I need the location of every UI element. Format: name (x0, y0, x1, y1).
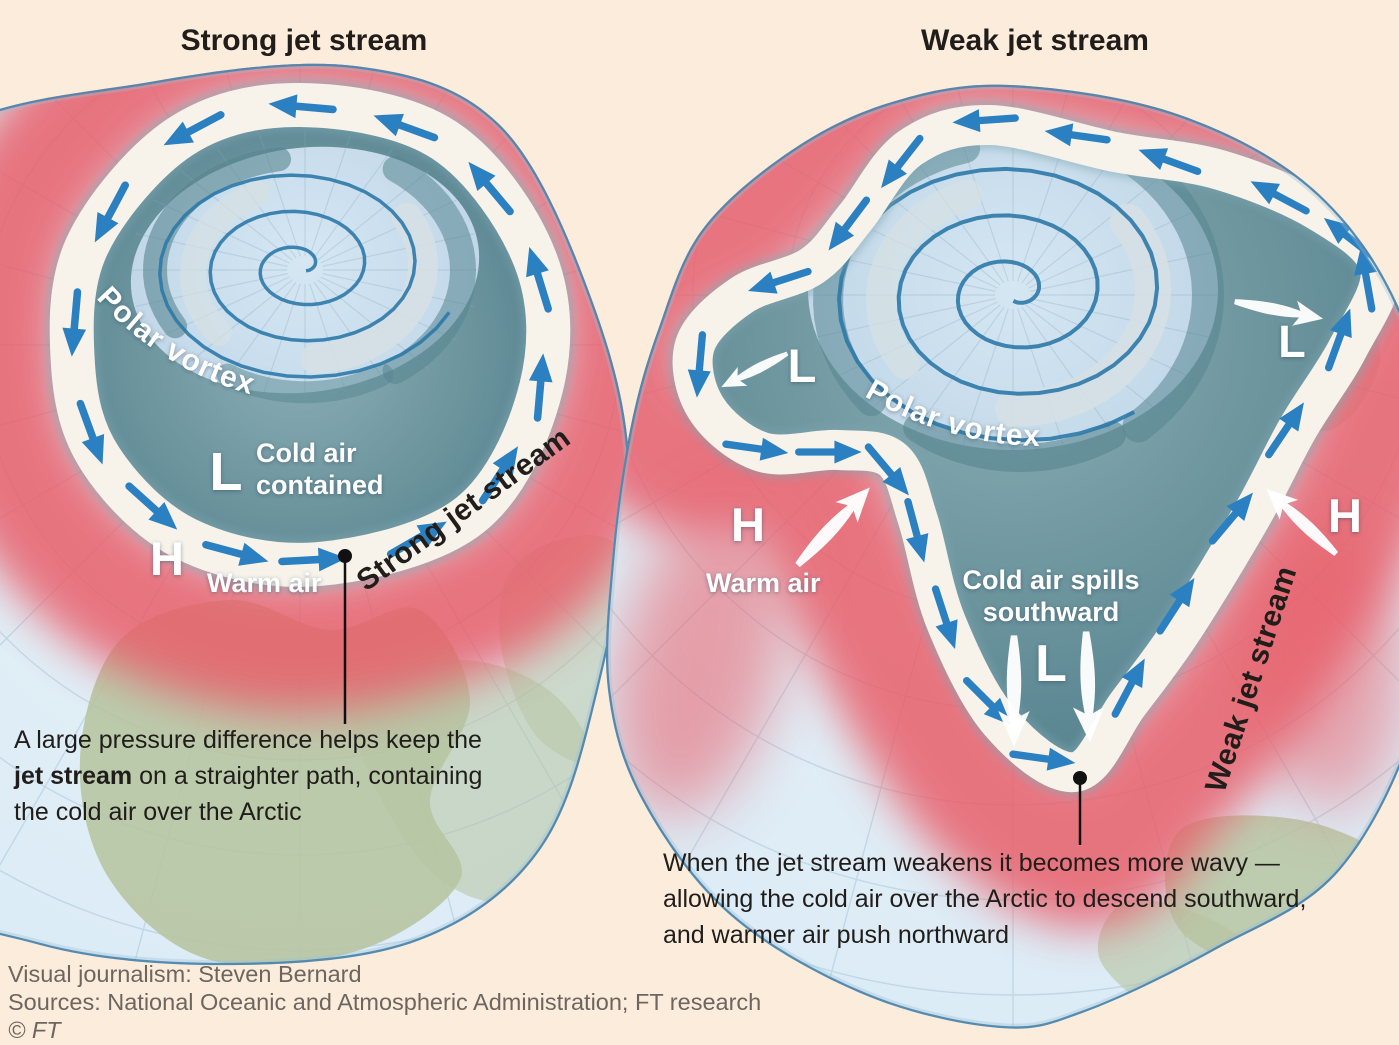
right-panel-title: Weak jet stream (921, 24, 1149, 57)
globe-rim-right (605, 84, 1399, 1029)
cold-air-spills-label-line1: Cold air spills (962, 565, 1139, 595)
right-annotation-line2: allowing the cold air over the Arctic to… (663, 885, 1307, 913)
high-pressure-label-west: H (731, 498, 765, 551)
globe-rim-left (0, 63, 631, 966)
low-pressure-label-east-pocket: L (1278, 316, 1306, 367)
left-panel-title: Strong jet stream (180, 24, 428, 57)
right-annotation-line3: and warmer air push northward (663, 921, 1009, 949)
high-pressure-label-east: H (1328, 489, 1362, 542)
cold-air-contained-label-line2: contained (256, 470, 384, 500)
left-annotation-line2: on a straighter path, containing (132, 762, 483, 790)
warm-air-label-right-globe: Warm air (706, 568, 821, 598)
leader-dot-right (1073, 771, 1087, 785)
right-annotation: When the jet stream weakens it becomes m… (663, 845, 1399, 953)
footer: Visual journalism: Steven Bernard Source… (8, 960, 761, 1044)
cold-air-spills-label-line2: southward (983, 597, 1120, 627)
cold-air-contained-label-line1: Cold air (256, 438, 357, 468)
polar-vortex-right (808, 130, 1225, 473)
polar-vortex-left (130, 130, 480, 410)
sources-line: Sources: National Oceanic and Atmospheri… (8, 989, 762, 1015)
left-annotation-line3: the cold air over the Arctic (14, 798, 302, 826)
left-annotation: A large pressure difference helps keep t… (14, 722, 559, 830)
jet-stream-band-left (49, 82, 571, 587)
credit-line: Visual journalism: Steven Bernard (8, 961, 362, 987)
low-pressure-label-west-pocket: L (788, 339, 817, 392)
right-annotation-line1: When the jet stream weakens it becomes m… (663, 849, 1280, 877)
left-annotation-bold-term: jet stream (14, 762, 133, 790)
high-pressure-label-left-globe: H (150, 532, 184, 585)
left-globe (0, 63, 631, 966)
warm-air-label-left-globe: Warm air (207, 568, 322, 598)
low-pressure-label-left-globe: L (210, 442, 243, 502)
annotation-leaders (338, 549, 1087, 845)
copyright-line: © FT (8, 1017, 61, 1043)
left-annotation-line1: A large pressure difference helps keep t… (14, 726, 482, 754)
leader-dot-left (338, 549, 352, 563)
low-pressure-label-trough: L (1035, 635, 1067, 693)
